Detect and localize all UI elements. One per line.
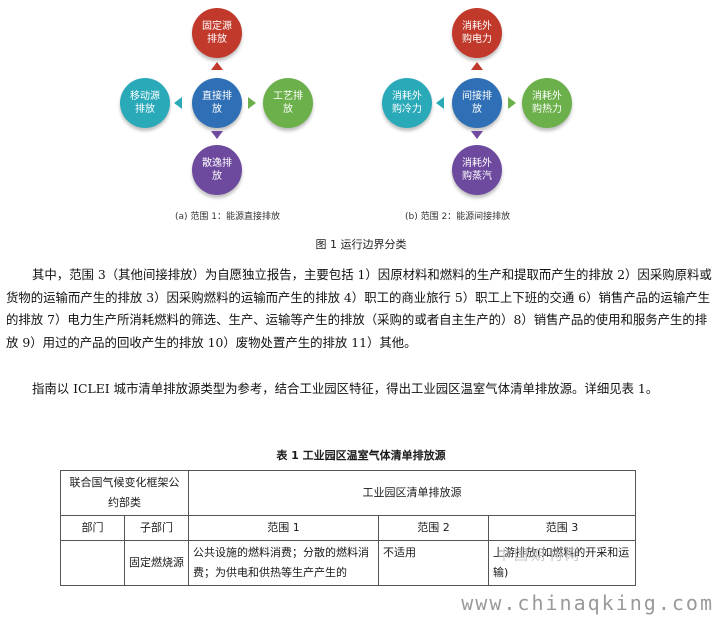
circle-b-right: 消耗外购热力 (522, 78, 572, 128)
circle-a-left: 移动源排放 (120, 78, 170, 128)
emission-source-table: 联合国气候变化框架公约部类 工业园区清单排放源 部门 子部门 范围 1 范围 2… (60, 470, 636, 586)
figure-caption: 图 1 运行边界分类 (315, 238, 407, 251)
arrow-left-icon (174, 97, 182, 109)
table-subheader-row: 部门 子部门 范围 1 范围 2 范围 3 (60, 515, 636, 541)
arrow-left-icon (436, 97, 444, 109)
caption-b: (b) 范围 2：能源间接排放 (405, 212, 511, 222)
caption-a: (a) 范围 1：能源直接排放 (175, 212, 280, 222)
watermark-url: www.chinaqking.com (461, 591, 714, 615)
circle-b-top: 消耗外购电力 (452, 8, 502, 58)
circle-a-center: 直接排放 (192, 78, 242, 128)
cell-subdept: 固定燃烧源 (124, 540, 189, 586)
arrow-up-icon (211, 62, 223, 70)
arrow-down-icon (211, 131, 223, 139)
cell-scope1: 公共设施的燃料消费；分散的燃料消费；为供电和供热等生产产生的 (188, 540, 379, 586)
col-scope2: 范围 2 (378, 515, 489, 541)
table-header-row: 联合国气候变化框架公约部类 工业园区清单排放源 (60, 470, 636, 516)
header-park-sources: 工业园区清单排放源 (188, 470, 636, 516)
arrow-down-icon (471, 131, 483, 139)
circle-a-bottom: 散逸排放 (192, 145, 242, 195)
circle-b-center: 间接排放 (452, 78, 502, 128)
col-dept: 部门 (60, 515, 125, 541)
cell-scope3: 上游排放(如燃料的开采和运输) (488, 540, 636, 586)
paragraph-guide: 指南以 ICLEI 城市清单排放源类型为参考，结合工业园区特征，得出工业园区温室… (32, 381, 659, 396)
circle-b-bottom: 消耗外购蒸汽 (452, 145, 502, 195)
circle-a-right: 工艺排放 (263, 78, 313, 128)
watermark-cn: 中国期刊网 (497, 548, 582, 564)
arrow-right-icon (248, 97, 256, 109)
arrow-up-icon (471, 62, 483, 70)
col-scope1: 范围 1 (188, 515, 379, 541)
header-unfccc: 联合国气候变化框架公约部类 (60, 470, 189, 516)
table-row: 固定燃烧源 公共设施的燃料消费；分散的燃料消费；为供电和供热等生产产生的 不适用… (60, 540, 636, 586)
figure-1: 固定源排放 移动源排放 直接排放 工艺排放 散逸排放 (a) 范围 1：能源直接… (0, 0, 722, 235)
paragraph-scope3: 其中，范围 3（其他间接排放）为自愿独立报告，主要包括 1）因原材料和燃料的生产… (6, 267, 712, 350)
circle-b-left: 消耗外购冷力 (382, 78, 432, 128)
col-scope3: 范围 3 (488, 515, 636, 541)
table-title: 表 1 工业园区温室气体清单排放源 (276, 449, 446, 462)
col-subdept: 子部门 (124, 515, 189, 541)
circle-a-top: 固定源排放 (192, 8, 242, 58)
arrow-right-icon (508, 97, 516, 109)
cell-dept (60, 540, 125, 586)
cell-scope2: 不适用 (378, 540, 489, 586)
